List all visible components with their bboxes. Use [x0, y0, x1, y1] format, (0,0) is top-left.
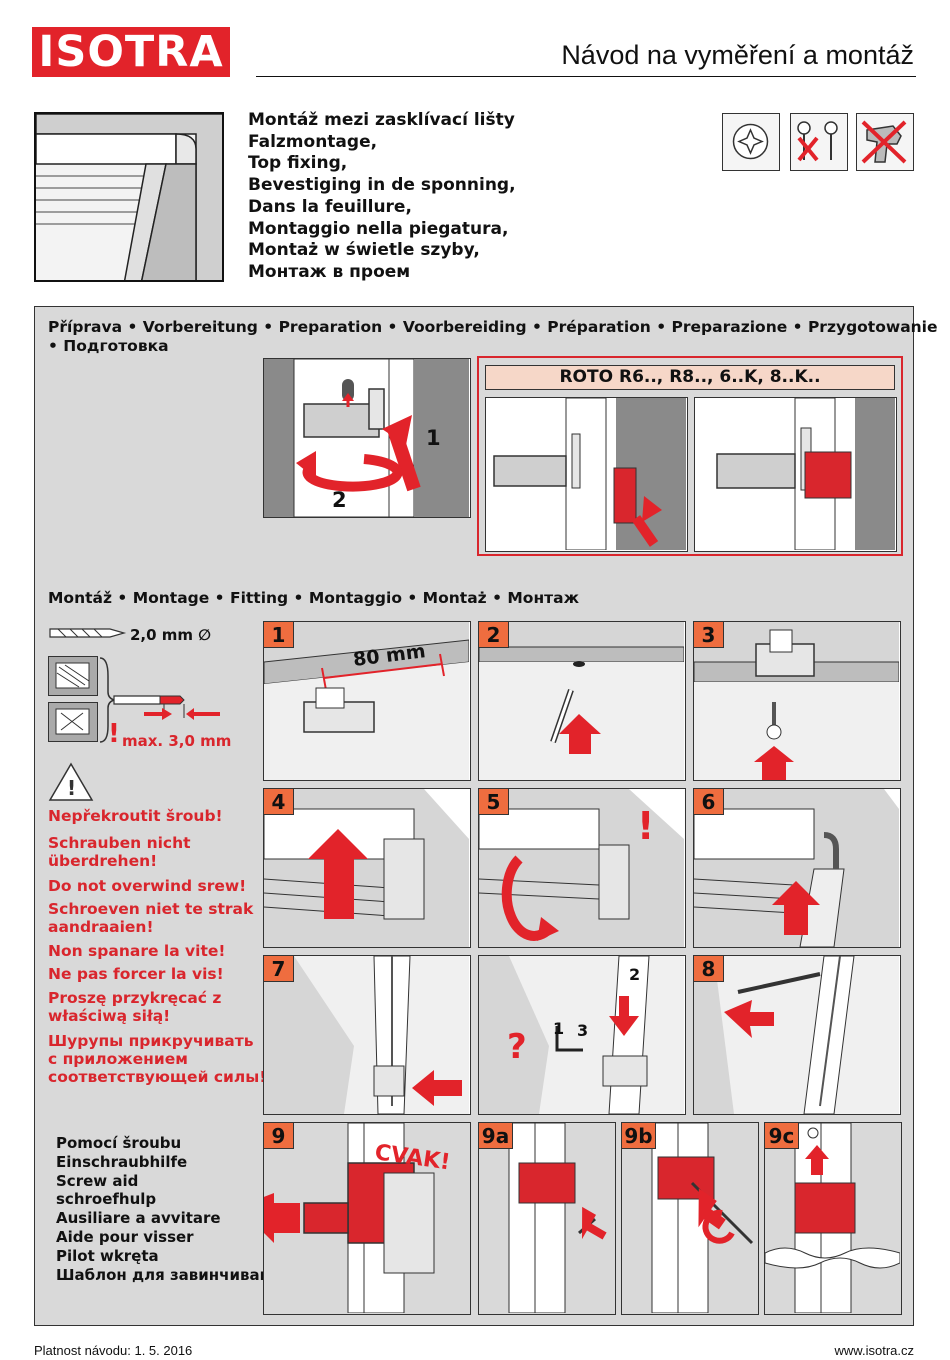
svg-text:!: !: [108, 719, 120, 746]
warning-de-2: überdrehen!: [48, 852, 158, 870]
step-3-illustration: 3: [693, 621, 901, 781]
prep-illustration: 1 2: [263, 358, 471, 518]
warning-ru-1: Шурупы прикручивать: [48, 1032, 254, 1050]
mount-type-en: Top fixing,: [248, 153, 348, 174]
step-8-label-3: 3: [577, 1021, 588, 1040]
step-8-label-1: 1: [553, 1019, 564, 1038]
screw-aid-ru: Шаблон для завинчивания: [56, 1265, 291, 1284]
step-7-number: 7: [264, 956, 294, 982]
mount-type-fr: Dans la feuillure,: [248, 196, 412, 217]
warning-ru-3: соответствующей силы!: [48, 1068, 267, 1086]
warning-ru-2: с приложением: [48, 1050, 188, 1068]
step-9a-number: 9a: [479, 1123, 513, 1149]
step-9b-illustration: 9b: [621, 1122, 759, 1315]
no-screwdriver-icon: [790, 113, 848, 171]
roto-illustration-b: [694, 397, 897, 552]
step-2-number: 2: [479, 622, 509, 648]
step-3-number: 3: [694, 622, 724, 648]
preparation-heading: Příprava • Vorbereitung • Preparation • …: [48, 318, 938, 336]
step-8-number: 8: [694, 956, 724, 982]
preparation-heading-ru: • Подготовка: [48, 337, 169, 355]
mount-type-de: Falzmontage,: [248, 131, 378, 152]
drill-size: 2,0 mm ∅: [130, 626, 212, 644]
screw-aid-cs: Pomocí šroubu: [56, 1134, 182, 1152]
screw-aid-en: Screw aid: [56, 1171, 139, 1190]
step-7-illustration: 7: [263, 955, 471, 1115]
step-5-number: 5: [479, 789, 509, 815]
roto-variant-frame: [477, 356, 903, 556]
step-8-question: ?: [507, 1027, 527, 1067]
screw-aid-fr: Aide pour visser: [56, 1227, 194, 1246]
drill-bit-icon: [48, 626, 128, 645]
mount-type-cs: Montáž mezi zasklívací lišty: [248, 110, 515, 130]
document-title: Návod na vyměření a montáž: [561, 40, 914, 70]
screw-aid-area: [48, 1122, 298, 1315]
step-4-illustration: 4: [263, 788, 471, 948]
warning-cs: Nepřekroutit šroub!: [48, 807, 223, 825]
step-2-illustration: 2: [478, 621, 686, 781]
svg-text:!: !: [637, 804, 654, 848]
step-8-label-2: 2: [629, 965, 640, 984]
step-9c-illustration: 9c: [764, 1122, 902, 1315]
roto-label: ROTO R6.., R8.., 6..K, 8..K..: [485, 365, 895, 390]
step-9a-illustration: 9a: [478, 1122, 616, 1315]
warning-icon: !: [48, 762, 94, 807]
roto-illustration-a: [485, 397, 688, 552]
max-depth: max. 3,0 mm: [122, 732, 232, 750]
validity-date: Platnost návodu: 1. 5. 2016: [34, 1343, 193, 1358]
mount-type-nl: Bevestiging in de sponning,: [248, 175, 516, 196]
warning-it: Non spanare la vite!: [48, 942, 226, 960]
mount-type-list: Montáž mezi zasklívací lišty Falzmontage…: [248, 110, 516, 284]
mount-type-ru: Монтаж в проем: [248, 261, 411, 282]
step-4-number: 4: [264, 789, 294, 815]
step-1-number: 1: [264, 622, 294, 648]
warning-nl-2: aandraaien!: [48, 918, 154, 936]
warning-pl-2: właściwą siłą!: [48, 1007, 171, 1025]
step-8-illustration: 8: [693, 955, 901, 1115]
wood-material-icon: [48, 656, 98, 696]
isotra-logo: ISOTRA: [32, 27, 230, 77]
step-9-number: 9: [264, 1123, 294, 1149]
step-9c-number: 9c: [765, 1123, 799, 1149]
plastic-material-icon: [48, 702, 98, 742]
mount-type-it: Montaggio nella piegatura,: [248, 218, 509, 239]
step-6-illustration: 6: [693, 788, 901, 948]
step-9-illustration: CVAK! 9: [263, 1122, 471, 1315]
mount-type-pl: Montaż w świetle szyby,: [248, 240, 480, 261]
step-5-illustration: ! 5: [478, 788, 686, 948]
step-6-number: 6: [694, 789, 724, 815]
torx-screw-icon: [722, 113, 780, 171]
svg-text:!: !: [67, 776, 76, 800]
screw-aid-de: Einschraubhilfe: [56, 1152, 188, 1171]
warning-nl-1: Schroeven niet te strak: [48, 900, 254, 918]
warning-en: Do not overwind srew!: [48, 877, 247, 895]
bracket-icon: !: [99, 656, 240, 751]
prep-label-1: 1: [426, 426, 441, 450]
screw-aid-nl: schroefhulp: [56, 1190, 157, 1209]
warning-fr: Ne pas forcer la vis!: [48, 965, 224, 983]
screw-aid-it: Ausiliare a avvitare: [56, 1209, 221, 1228]
warning-de-1: Schrauben nicht: [48, 834, 191, 852]
screw-aid-pl: Pilot wkręta: [56, 1246, 159, 1265]
prep-label-2: 2: [332, 488, 347, 512]
website-link[interactable]: www.isotra.cz: [834, 1343, 914, 1358]
fitting-heading: Montáž • Montage • Fitting • Montaggio •…: [48, 589, 580, 607]
screw-aid-labels: Pomocí šroubu Einschraubhilfe Screw aid …: [56, 1134, 290, 1284]
warning-pl-1: Proszę przykręcać z: [48, 989, 222, 1007]
no-drill-icon: [856, 113, 914, 171]
step-7b-illustration: ? 1 2 3: [478, 955, 686, 1115]
step-1-illustration: 80 mm 1: [263, 621, 471, 781]
title-divider: [256, 76, 916, 77]
step-9b-number: 9b: [622, 1123, 656, 1149]
window-illustration: [34, 112, 224, 282]
